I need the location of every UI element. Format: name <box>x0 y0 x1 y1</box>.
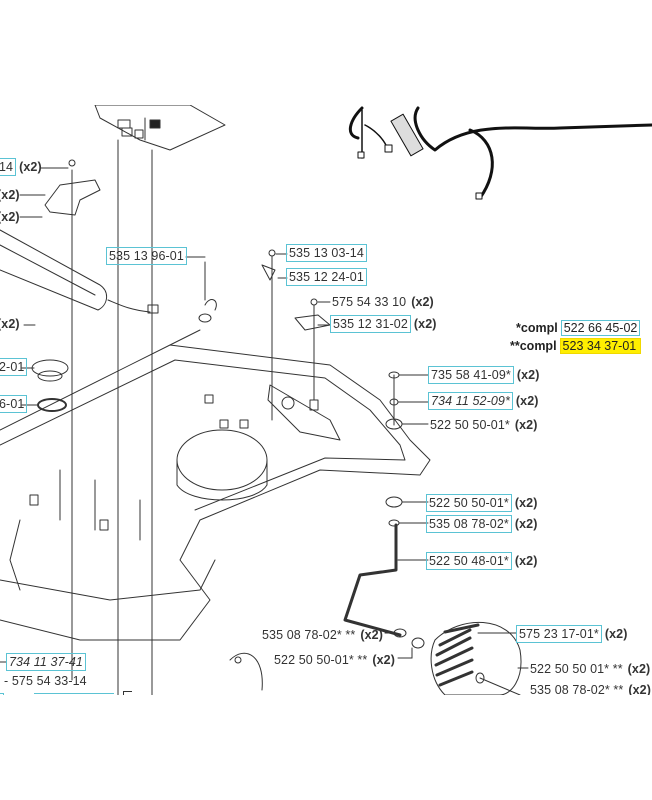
part-number-link[interactable]: 6-01 <box>0 395 28 413</box>
axle-parts-icon <box>343 371 425 649</box>
quantity: (x2) <box>0 188 20 202</box>
part-number-link[interactable]: 535 12 31-02 <box>330 315 411 333</box>
part-label[interactable]: 535 13 96-01 <box>106 247 187 265</box>
part-label[interactable]: 535 13 03-14 <box>286 244 367 262</box>
part-label[interactable]: 735 58 41-09*(x2) <box>428 366 540 384</box>
chassis-drawing <box>0 105 652 695</box>
kit-part-link[interactable]: 522 66 45-02 <box>560 320 641 336</box>
quantity: (x2) <box>0 210 20 224</box>
part-label[interactable]: 535 12 24-01 <box>286 268 367 286</box>
part-number-link[interactable]: 2-01 <box>0 358 28 376</box>
part-label: 575 54 33 10 (x2) <box>330 295 434 310</box>
part-number-link[interactable]: 535 13 03-14 <box>286 244 367 262</box>
quantity: (x2) <box>413 317 437 331</box>
quantity: (x2) <box>514 517 538 531</box>
kit-tag: *compl <box>516 321 558 335</box>
speaker-icon <box>31 359 69 412</box>
kit-tag: **compl <box>510 339 557 353</box>
part-label[interactable]: 535 12 31-02(x2) <box>330 315 437 333</box>
part-label[interactable]: 6-01 <box>0 395 28 413</box>
part-label[interactable]: 2-01 <box>0 358 28 376</box>
part-number: 575 54 33 10 <box>332 295 407 309</box>
quantity: (x2) <box>514 496 538 510</box>
quantity: (x2) <box>604 627 628 641</box>
part-label: - 575 54 33-14 <box>2 674 89 689</box>
small-hardware-icon <box>198 249 331 421</box>
quantity: (x2) <box>360 628 383 642</box>
quantity: (x2) <box>627 662 651 676</box>
part-label: 522 50 50 01* ** (x2) <box>528 662 650 677</box>
part-number-link[interactable]: 735 58 41-09* <box>428 366 514 384</box>
part-number-link[interactable]: 535 08 78-02* <box>426 515 512 533</box>
part-label: (x2) <box>0 317 20 332</box>
part-label: 522 50 50-01* ** (x2) <box>272 653 395 668</box>
quantity: (x2) <box>411 295 434 309</box>
quantity: (x2) <box>0 317 20 331</box>
part-number: - 575 54 33-14 <box>4 674 87 688</box>
kit-part-link-highlighted[interactable]: 523 34 37-01 <box>559 338 642 354</box>
parts-diagram: 14(x2) (x2) (x2) 535 13 96-01 535 13 03-… <box>0 105 652 695</box>
cutoff-part-outline <box>123 691 132 695</box>
part-label[interactable]: 14(x2) <box>0 158 42 176</box>
part-number-link[interactable]: 734 11 37-41 <box>6 653 86 671</box>
wire-harness-icon <box>348 106 652 200</box>
part-label[interactable]: 522 50 50-01*(x2) <box>426 494 538 512</box>
part-label[interactable]: 522 50 48-01*(x2) <box>426 552 538 570</box>
part-label[interactable]: 575 23 17-01*(x2) <box>516 625 628 643</box>
part-number-link[interactable]: 535 12 24-01 <box>286 268 367 286</box>
battery-icon <box>0 229 159 314</box>
part-number: 535 08 78-02* ** <box>262 628 356 642</box>
quantity: (x2) <box>516 368 540 382</box>
quantity: (x2) <box>514 418 538 432</box>
part-number: 535 08 78-02* ** <box>530 683 624 695</box>
circuit-board-icon <box>94 105 226 151</box>
quantity: (x2) <box>19 160 42 174</box>
part-number-link[interactable]: 734 11 52-09* <box>428 392 513 410</box>
cutoff-label-box <box>34 693 114 695</box>
part-label[interactable]: 734 11 37-41 <box>6 653 86 671</box>
part-number-link[interactable]: 522 50 48-01* <box>426 552 512 570</box>
quantity: (x2) <box>628 683 651 695</box>
part-label: 535 08 78-02* ** (x2) <box>260 628 383 643</box>
part-label: (x2) <box>0 210 20 225</box>
part-number-link[interactable]: 14 <box>0 158 17 176</box>
part-number-link[interactable]: 575 23 17-01* <box>516 625 602 643</box>
part-number: 522 50 50 01* ** <box>530 662 623 676</box>
quantity: (x2) <box>515 394 539 408</box>
part-number: 522 50 50-01* ** <box>274 653 368 667</box>
part-label[interactable]: 535 08 78-02*(x2) <box>426 515 538 533</box>
part-label[interactable]: 734 11 52-09*(x2) <box>428 392 539 410</box>
part-number: 522 50 50-01* <box>430 418 510 432</box>
wheel-icon <box>430 621 522 695</box>
part-label: 522 50 50-01* (x2) <box>428 418 537 433</box>
cutoff-label-box <box>0 693 4 695</box>
part-number-link[interactable]: 522 50 50-01* <box>426 494 512 512</box>
part-label: (x2) <box>0 188 20 203</box>
quantity: (x2) <box>514 554 538 568</box>
chassis-frame-icon <box>0 329 431 691</box>
quantity: (x2) <box>372 653 395 667</box>
part-label: 535 08 78-02* ** (x2) <box>528 683 651 695</box>
part-number-link[interactable]: 535 13 96-01 <box>106 247 187 265</box>
bracket-icon <box>44 159 101 216</box>
